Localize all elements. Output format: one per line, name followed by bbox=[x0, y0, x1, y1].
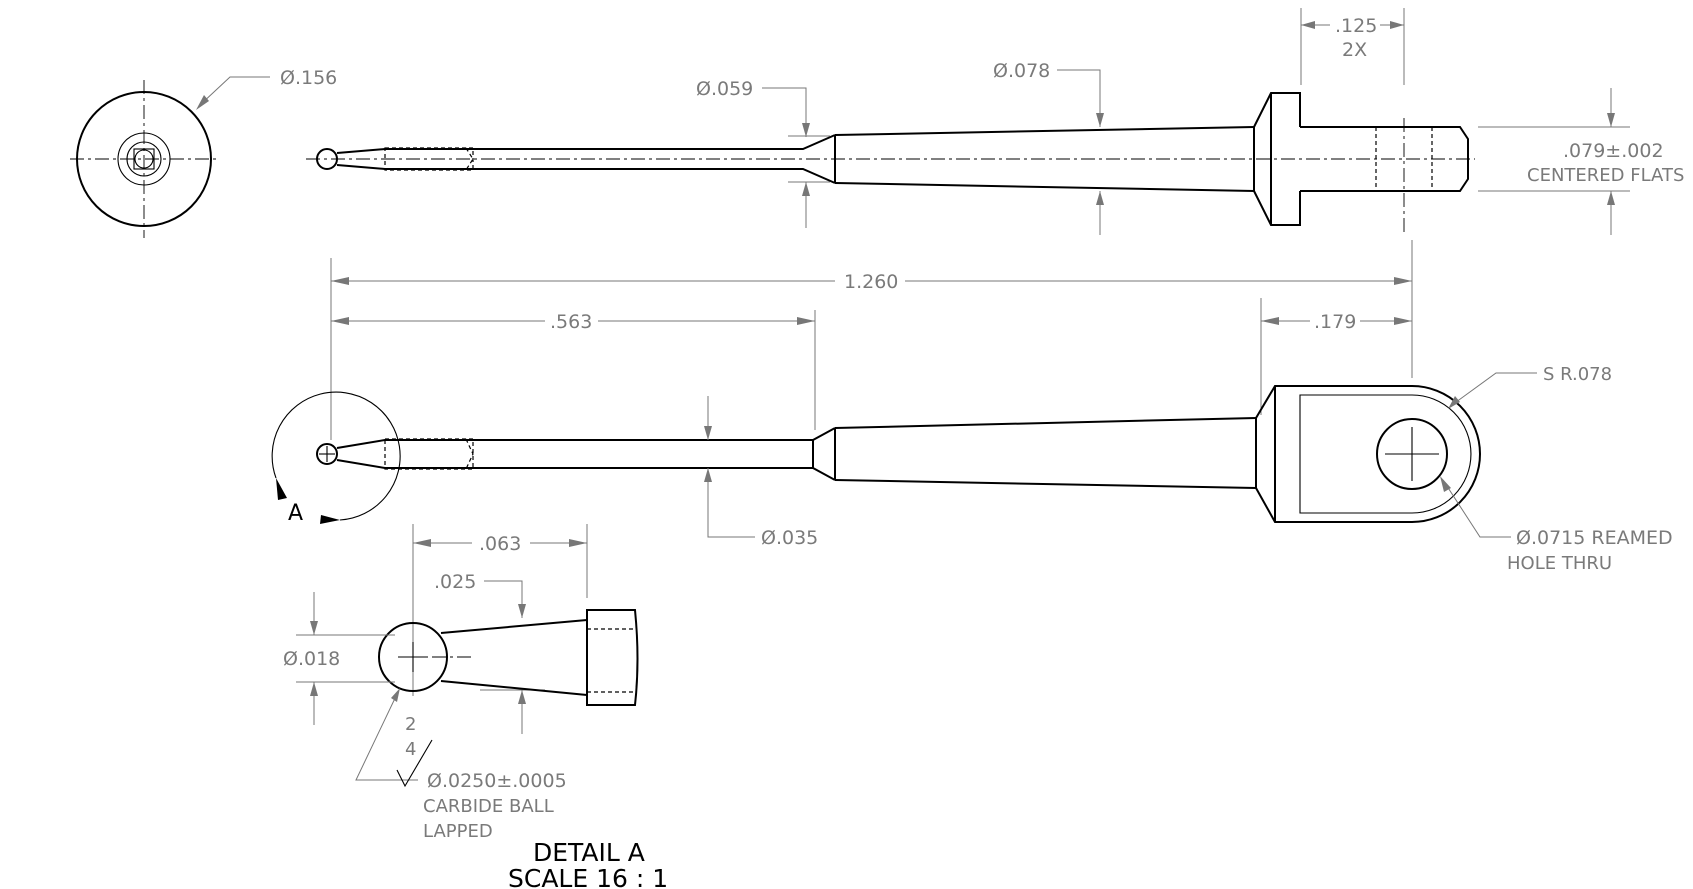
end-view-dia-label: Ø.156 bbox=[280, 67, 337, 89]
ball-dia-label: Ø.0250±.0005 bbox=[427, 770, 567, 792]
ball-note2-label: LAPPED bbox=[423, 821, 493, 842]
detail-callout-label: A bbox=[288, 501, 303, 526]
detail-a-view: .063 .025 Ø.018 2 4 Ø.0250±.00 bbox=[283, 524, 668, 889]
shank-length-label: .563 bbox=[550, 311, 592, 333]
detail-title: DETAIL A bbox=[533, 838, 645, 867]
detail-dia-label: Ø.018 bbox=[283, 648, 340, 670]
hole-dia-label: Ø.0715 REAMED bbox=[1516, 527, 1673, 549]
ball-note1-label: CARBIDE BALL bbox=[423, 796, 554, 817]
neck-dia-label: Ø.059 bbox=[696, 78, 753, 100]
detail-len1-label: .063 bbox=[479, 533, 521, 555]
hole-note-label: HOLE THRU bbox=[1507, 553, 1612, 574]
detail-len2-label: .025 bbox=[434, 571, 476, 593]
detail-scale: SCALE 16 : 1 bbox=[508, 864, 668, 889]
flats-note-label: CENTERED FLATS bbox=[1527, 165, 1684, 186]
overall-length-label: 1.260 bbox=[844, 271, 898, 293]
side-view: A Ø.035 S R.078 Ø.0715 bbox=[271, 364, 1673, 574]
body-dia-label: Ø.078 bbox=[993, 60, 1050, 82]
small-dia-label: Ø.035 bbox=[761, 527, 818, 549]
flat-qty-label: 2X bbox=[1342, 39, 1367, 61]
head-radius-label: S R.078 bbox=[1543, 364, 1612, 385]
flat-width-label: .125 bbox=[1335, 15, 1377, 37]
flats-tol-label: .079±.002 bbox=[1563, 140, 1664, 162]
top-view: .125 2X Ø.059 Ø.078 .079±.002 CENTERED F… bbox=[306, 8, 1684, 235]
end-view: Ø.156 bbox=[70, 67, 337, 238]
finish-top-label: 2 bbox=[405, 714, 416, 735]
length-dimensions: 1.260 .563 .179 bbox=[330, 240, 1413, 440]
head-length-label: .179 bbox=[1314, 311, 1356, 333]
finish-bottom-label: 4 bbox=[405, 739, 416, 760]
